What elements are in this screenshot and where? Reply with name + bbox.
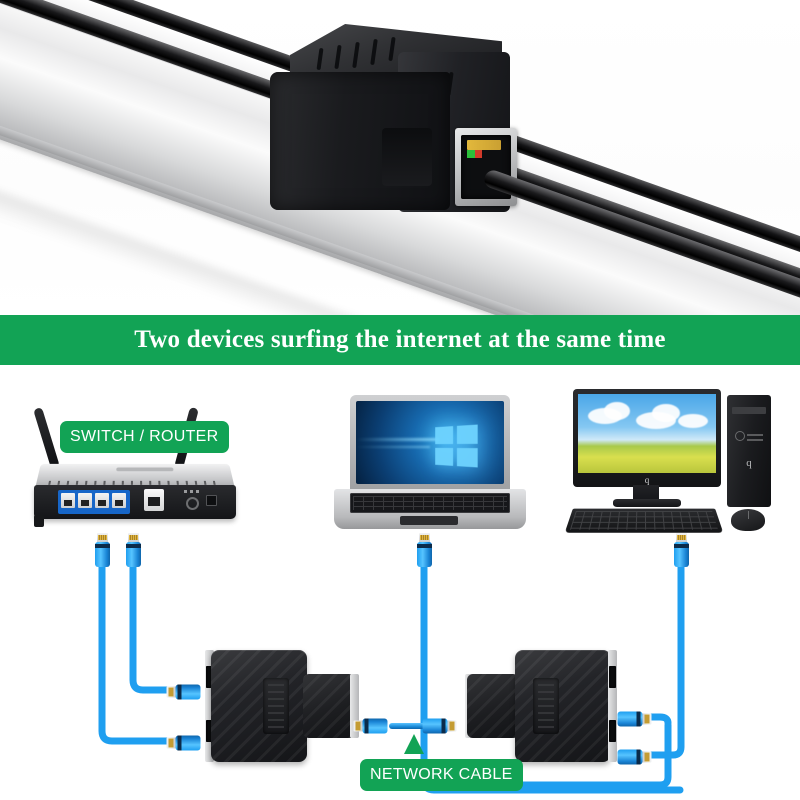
router-vent-slot bbox=[116, 467, 174, 472]
lan-port-2 bbox=[78, 493, 92, 508]
rj45-band bbox=[177, 735, 182, 751]
wan-port bbox=[144, 489, 164, 511]
laptop-screen bbox=[356, 401, 504, 484]
rj45-head bbox=[641, 751, 652, 763]
splitter-emblem bbox=[533, 678, 559, 734]
badge-network-cable: NETWORK CABLE bbox=[360, 759, 523, 791]
patch-network-cable bbox=[353, 717, 465, 735]
splitter-product-body bbox=[262, 24, 532, 240]
splitter-main-body bbox=[515, 650, 611, 762]
lan-port-3 bbox=[95, 493, 109, 508]
splitter-main-body bbox=[211, 650, 307, 762]
rj45-band bbox=[674, 544, 689, 548]
laptop-touchpad bbox=[400, 516, 458, 525]
splitter-neck-body bbox=[303, 674, 355, 738]
splitter-jack-lower bbox=[609, 720, 616, 742]
router-rear-panel bbox=[34, 485, 236, 527]
rj45-connector-splitter-left-upper bbox=[166, 684, 201, 700]
patch-connector-left bbox=[353, 718, 388, 734]
pc-tower: q bbox=[727, 395, 771, 507]
rj45-connector-splitter-left-lower bbox=[166, 735, 201, 751]
splitter-emblem bbox=[263, 678, 289, 734]
rj45-band bbox=[126, 544, 141, 548]
laptop-keyboard bbox=[350, 493, 510, 513]
rj45-gold-pins bbox=[467, 140, 501, 150]
headline-banner: Two devices surfing the internet at the … bbox=[0, 315, 800, 365]
splitter-left bbox=[205, 650, 359, 762]
rj45-connector-laptop bbox=[417, 533, 432, 567]
rj45-head bbox=[641, 713, 652, 725]
antenna-left bbox=[33, 407, 60, 469]
lan-port-1 bbox=[61, 493, 75, 508]
monitor-stand-neck bbox=[633, 485, 659, 501]
headline-text: Two devices surfing the internet at the … bbox=[134, 326, 666, 353]
cloud-shape bbox=[604, 402, 630, 420]
lan-port-4 bbox=[112, 493, 126, 508]
rj45-connector-router-2 bbox=[126, 533, 141, 567]
patch-connector-right bbox=[422, 718, 457, 734]
patch-cord bbox=[389, 723, 441, 729]
router-foot bbox=[34, 515, 44, 527]
rj45-band bbox=[417, 544, 432, 548]
pointer-arrow-icon bbox=[404, 734, 424, 754]
monitor-stand-base bbox=[613, 499, 681, 507]
tower-detail-line bbox=[747, 439, 763, 441]
rj45-band bbox=[95, 544, 110, 548]
windows-logo-icon bbox=[435, 424, 478, 468]
reset-button bbox=[206, 495, 217, 506]
cloud-shape bbox=[678, 414, 708, 428]
product-photo bbox=[0, 0, 800, 315]
rj45-band bbox=[177, 684, 182, 700]
splitter-right-faceplate bbox=[350, 674, 359, 738]
laptop-lid bbox=[350, 395, 510, 491]
device-switch-router bbox=[30, 401, 245, 527]
splitter-neck-body bbox=[467, 674, 519, 738]
device-desktop-pc: q q bbox=[564, 389, 780, 539]
tower-detail-line bbox=[747, 434, 763, 436]
splitter-jack-upper bbox=[206, 666, 213, 688]
led-red bbox=[475, 150, 482, 158]
splitter-jack-upper bbox=[609, 666, 616, 688]
rj45-head bbox=[446, 720, 457, 732]
rj45-band bbox=[441, 718, 446, 734]
lan-port-block bbox=[58, 490, 130, 514]
rj45-connector-router-1 bbox=[95, 533, 110, 567]
laptop-base bbox=[334, 489, 526, 529]
rj45-band bbox=[636, 749, 641, 765]
cable-router-to-splitter-lower bbox=[98, 533, 187, 745]
monitor: q bbox=[573, 389, 721, 487]
power-button-icon bbox=[735, 431, 745, 441]
tower-brand-mark: q bbox=[746, 457, 752, 469]
cloud-shape bbox=[652, 404, 680, 422]
monitor-screen bbox=[578, 394, 716, 473]
optical-drive-bay bbox=[732, 407, 766, 414]
badge-switch-router: SWITCH / ROUTER bbox=[60, 421, 229, 453]
splitter-right bbox=[465, 650, 617, 762]
power-jack bbox=[186, 497, 199, 510]
mouse bbox=[731, 509, 765, 531]
wallpaper-light-ray bbox=[356, 445, 430, 448]
monitor-brand-mark: q bbox=[644, 475, 650, 485]
keyboard bbox=[564, 508, 724, 533]
splitter-notch bbox=[382, 128, 432, 186]
connection-diagram: q q bbox=[0, 365, 800, 800]
status-leds bbox=[184, 490, 202, 493]
led-green bbox=[467, 150, 475, 158]
splitter-jack-lower bbox=[206, 720, 213, 742]
splitter-left-faceplate bbox=[205, 650, 214, 762]
rj45-connector-splitter-right-upper bbox=[617, 711, 652, 727]
rj45-connector-splitter-right-lower bbox=[617, 749, 652, 765]
device-laptop bbox=[330, 395, 530, 535]
wallpaper-light-ray bbox=[356, 437, 439, 441]
rj45-band bbox=[636, 711, 641, 727]
rj45-connector-pc bbox=[674, 533, 689, 567]
rj45-band bbox=[364, 718, 369, 734]
